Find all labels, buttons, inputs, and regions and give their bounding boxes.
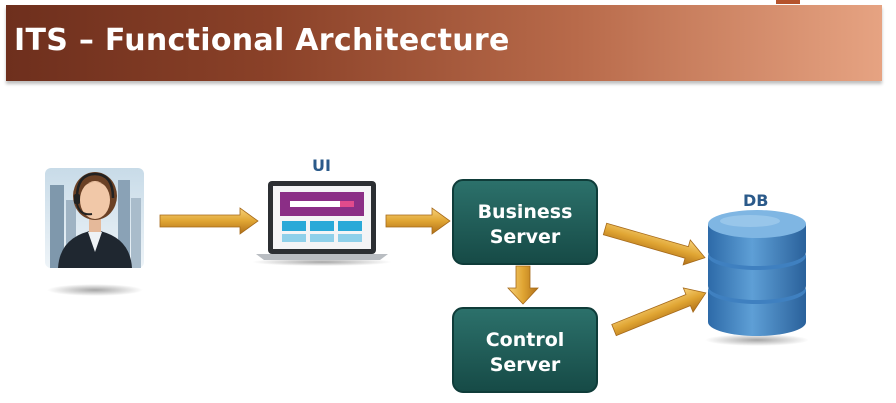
arrow-business-to-db	[602, 222, 706, 266]
title-bar: ITS – Functional Architecture	[6, 5, 882, 81]
control-server-label-line2: Server	[490, 354, 561, 376]
laptop-icon	[252, 181, 392, 266]
business-server-box: Business Server	[452, 179, 598, 265]
user-headset-icon	[45, 168, 144, 296]
arrow-business-to-control	[507, 265, 539, 305]
db-label: DB	[743, 191, 769, 210]
arrow-user-to-ui	[159, 207, 259, 235]
control-server-box: Control Server	[452, 307, 598, 393]
corner-mark	[776, 0, 800, 4]
database-icon	[705, 210, 809, 346]
arrow-ui-to-business	[385, 207, 451, 235]
control-server-label-line1: Control	[486, 329, 565, 351]
ui-label: UI	[312, 156, 331, 175]
business-server-label-line1: Business	[478, 201, 573, 223]
page-title: ITS – Functional Architecture	[14, 23, 510, 58]
arrow-control-to-db	[611, 287, 707, 337]
business-server-label-line2: Server	[490, 226, 561, 248]
